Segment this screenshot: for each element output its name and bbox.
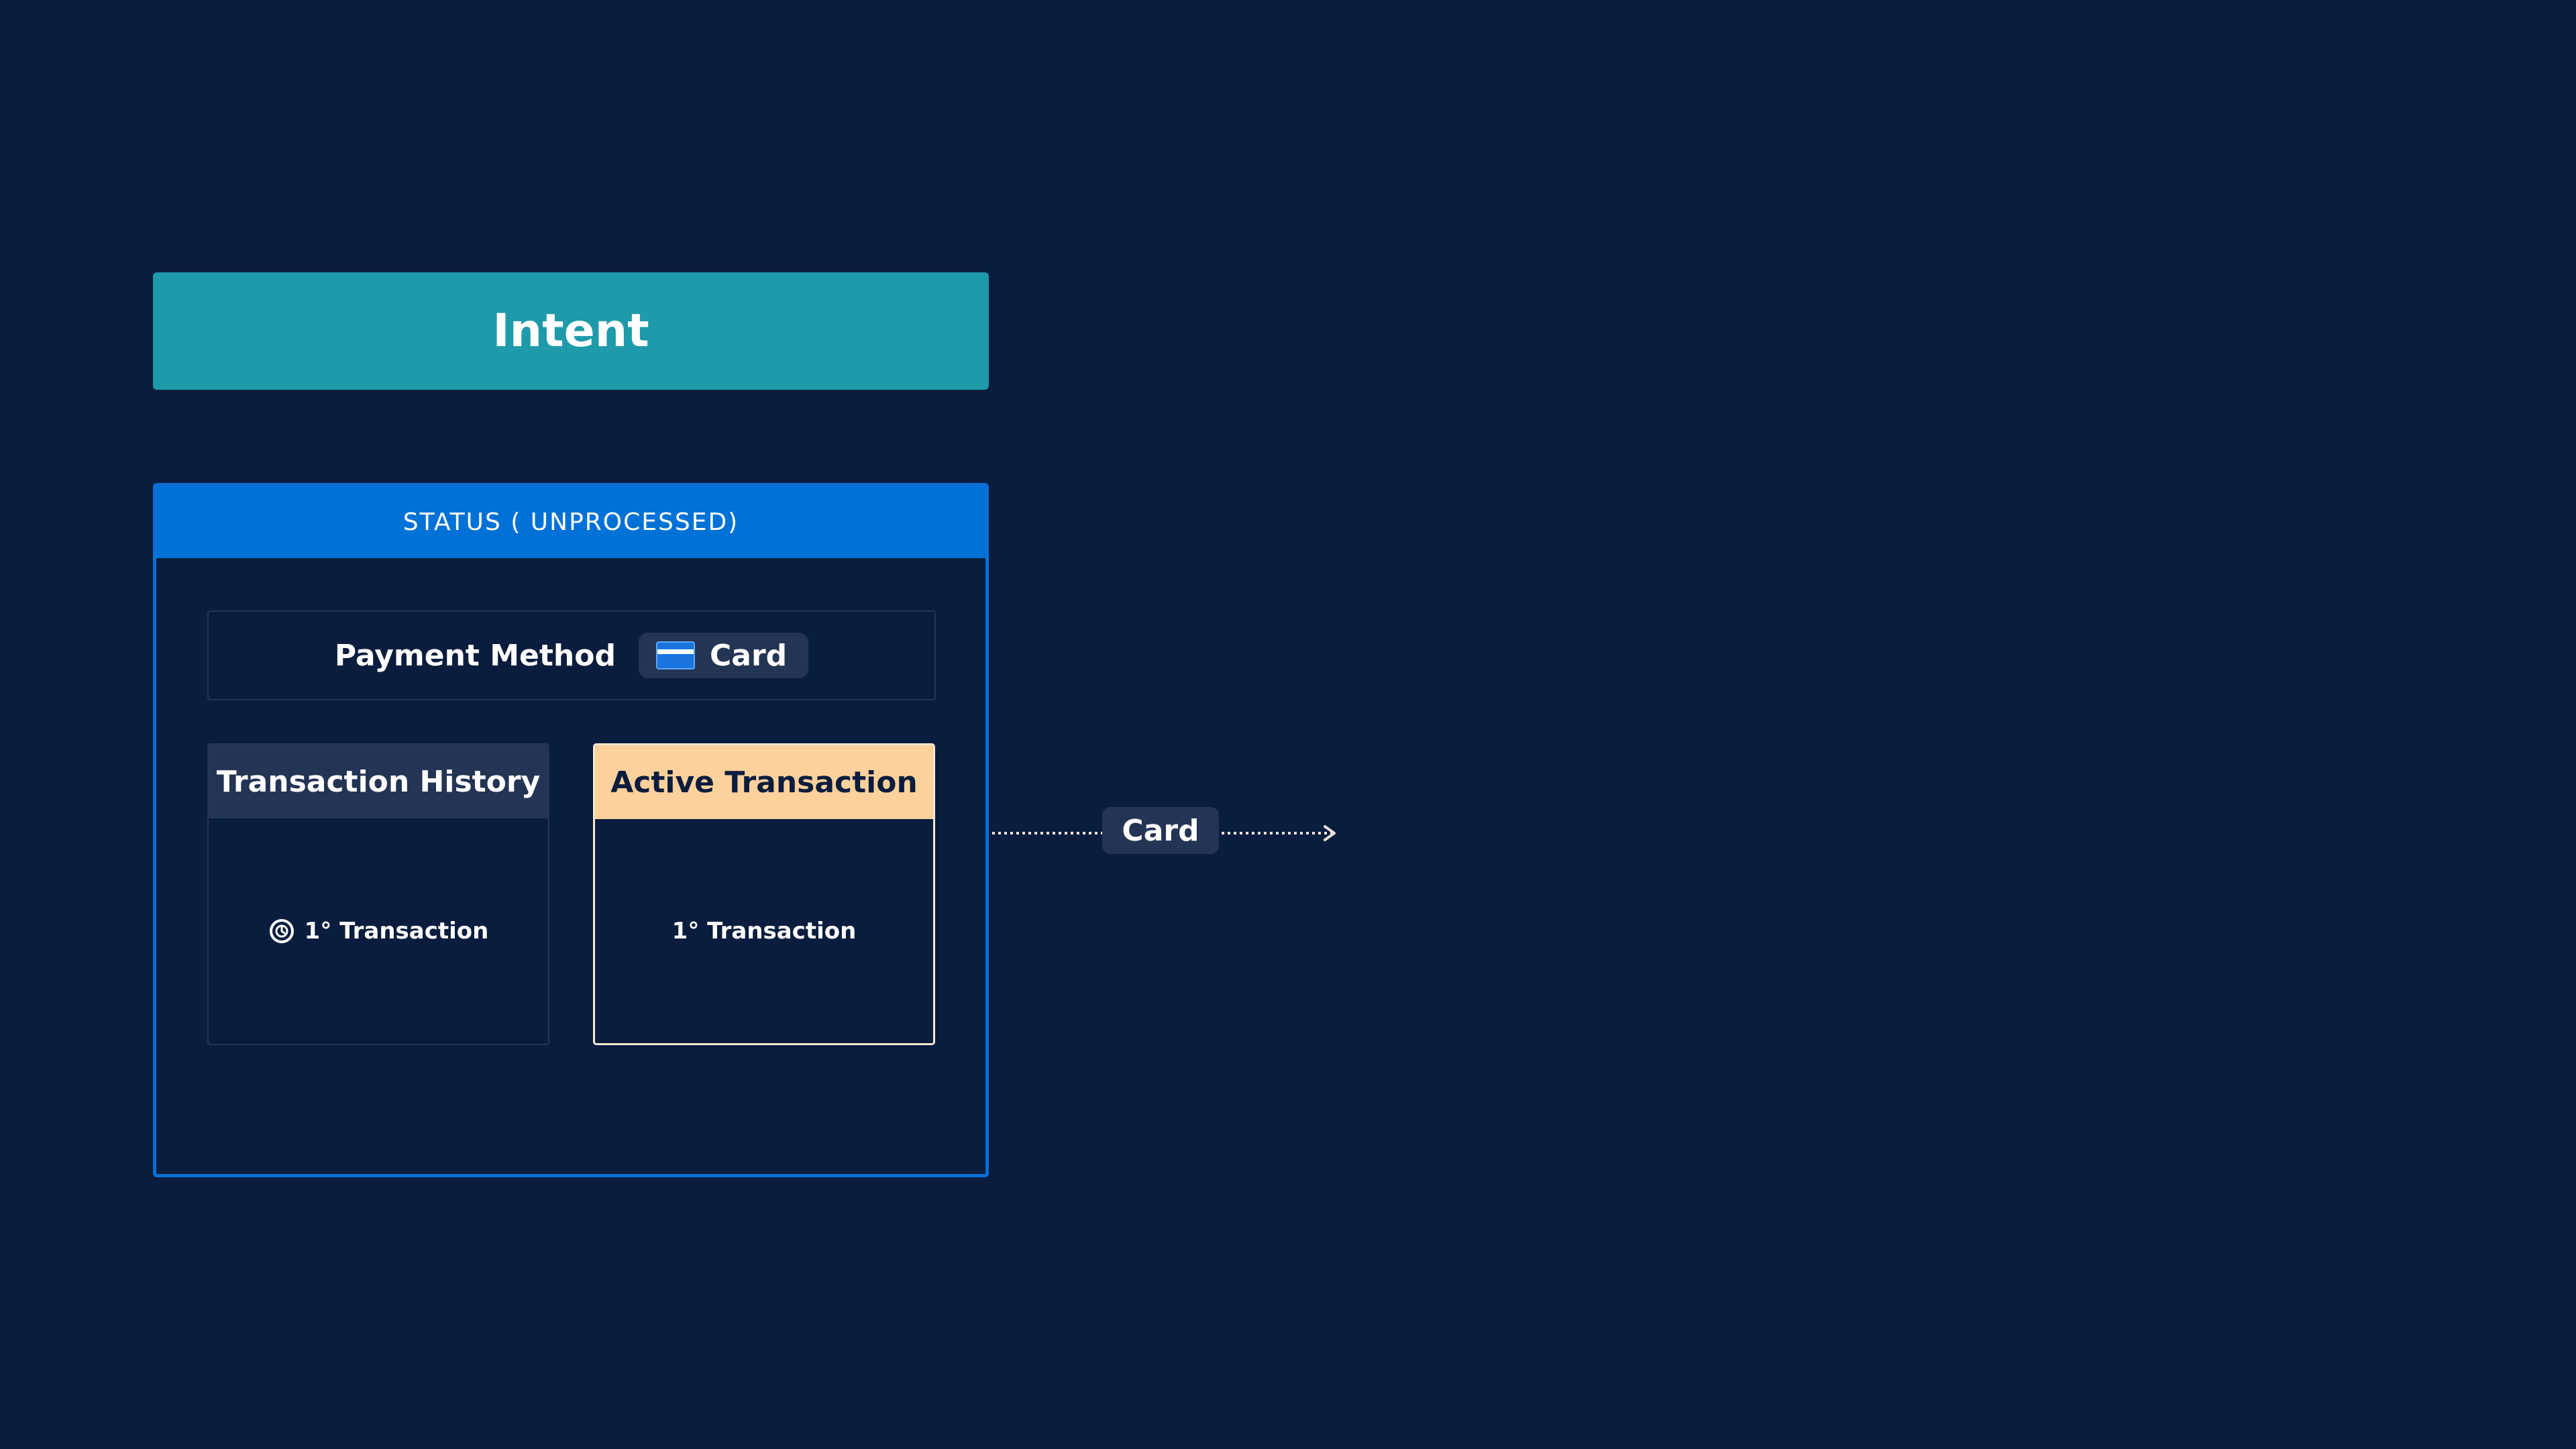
status-panel: STATUS ( UNPROCESSED) Payment Method Car… bbox=[153, 483, 989, 1177]
active-transaction-title: Active Transaction bbox=[610, 765, 918, 800]
active-transaction-item: 1° Transaction bbox=[672, 918, 857, 945]
status-bar: STATUS ( UNPROCESSED) bbox=[156, 486, 985, 558]
payment-method-value: Card bbox=[709, 638, 788, 673]
intent-header: Intent bbox=[153, 272, 989, 390]
edge-label-card: Card bbox=[1102, 807, 1219, 854]
payment-method-pill: Card bbox=[638, 633, 809, 678]
clock-icon bbox=[269, 919, 294, 943]
transaction-history-item: 1° Transaction bbox=[304, 918, 489, 945]
transaction-history-title: Transaction History bbox=[216, 764, 541, 799]
active-transaction-box: Active Transaction 1° Transaction bbox=[593, 743, 935, 1045]
active-transaction-body: 1° Transaction bbox=[595, 819, 933, 1043]
edge-label-text: Card bbox=[1122, 813, 1199, 848]
transaction-history-body: 1° Transaction bbox=[209, 818, 548, 1044]
intent-title: Intent bbox=[492, 305, 649, 358]
credit-card-icon bbox=[655, 641, 695, 669]
payment-method-label: Payment Method bbox=[334, 638, 616, 673]
active-transaction-header: Active Transaction bbox=[595, 745, 933, 819]
payment-method-row: Payment Method Card bbox=[207, 610, 936, 700]
transaction-history-header: Transaction History bbox=[209, 745, 548, 818]
transaction-history-box: Transaction History 1° Transaction bbox=[207, 743, 549, 1045]
status-label: STATUS ( UNPROCESSED) bbox=[402, 508, 739, 536]
